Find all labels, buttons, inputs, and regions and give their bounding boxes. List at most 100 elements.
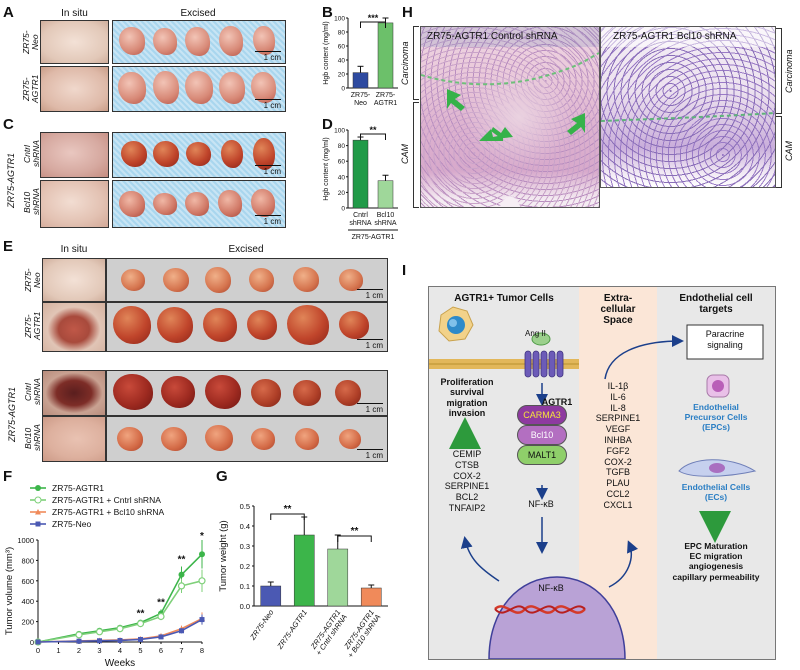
chartF-point-0-6 <box>178 571 185 578</box>
chartF-ytick-label-3: 600 <box>21 577 34 586</box>
panel-e-insitu-photo-cntrl <box>42 370 106 416</box>
panel-h-bracket-cam-right <box>776 116 782 188</box>
gene-item-3: SERPINE1 <box>444 481 490 492</box>
chartG-ytick-label-0: 0.0 <box>240 602 250 611</box>
chartF-point-3-5 <box>158 634 164 640</box>
panel-label-h: H <box>402 4 413 21</box>
chartF-xtick-label-3: 3 <box>97 646 101 655</box>
chartG-ytick-label-1: 0.1 <box>240 582 250 591</box>
panel-h-right-overlay <box>601 112 775 122</box>
chartG-ytick-label-4: 0.4 <box>240 522 250 531</box>
chartF-sig-2: ** <box>178 554 186 565</box>
chartF-series-line-0 <box>37 553 203 643</box>
chartD-cat-0-1: shRNA <box>349 220 372 227</box>
chartF-ytick-label-5: 1000 <box>17 536 34 545</box>
chartD-sig: ** <box>369 125 377 135</box>
chartB-ytick-label-1: 20 <box>338 72 346 79</box>
panel-i-col2-title: Extra- cellular Space <box>600 293 636 326</box>
panel-e-insitu-photo-neo <box>42 258 106 302</box>
chartB-sig-bracket <box>360 21 386 28</box>
panel-label-e: E <box>3 238 14 255</box>
panel-c-insitu-photo-cntrl <box>40 132 109 178</box>
chartG-bar-1 <box>293 534 315 607</box>
chartG-cat-group-0: ZR75-Neo <box>248 608 276 642</box>
secreted-item-0: IL-1β <box>607 381 629 391</box>
ec-cell-icon <box>678 459 757 477</box>
chartF-xtick-label-1: 1 <box>56 646 60 655</box>
panel-h-micrograph-bcl10: ZR75-AGTR1 Bcl10 shRNA <box>600 26 776 188</box>
panel-i-effects: Proliferation survival migration invasio… <box>440 377 494 419</box>
chartF-ylabel: Tumor volume (mm³) <box>4 547 15 635</box>
panel-h-bracket-carcinoma-right <box>776 28 782 114</box>
panel-a-excised-header: Excised <box>180 8 216 19</box>
panel-e-scale-bar-2: 1 cm <box>353 339 383 350</box>
chartG-cat-0-0: ZR75-Neo <box>248 608 276 642</box>
panel-h-carcinoma-right-label: Carcinoma <box>784 49 794 93</box>
chartF-point-1-6 <box>177 582 186 590</box>
chartF-ytick-label-4: 800 <box>21 556 34 565</box>
chartF-xtick-label-6: 6 <box>159 646 163 655</box>
panel-e-row-neo-label: ZR75- Neo <box>23 268 42 292</box>
chartB-sig: *** <box>368 13 379 23</box>
secreted-item-7: COX-2 <box>604 456 632 467</box>
chartF-xtick-label-4: 4 <box>118 646 122 655</box>
chartF-xtick-label-5: 5 <box>138 646 142 655</box>
chartD-sig-bracket <box>360 133 386 140</box>
panel-e-in-situ-header: In situ <box>60 244 88 255</box>
agtr1-receptor-icon <box>524 350 564 378</box>
panel-i-ang-label: Ang II <box>525 329 546 338</box>
chartB-cat-1-1: AGTR1 <box>374 100 397 107</box>
chartB-cat-1-0: ZR75- <box>376 92 396 99</box>
panel-e-insitu-photo-bcl10 <box>42 416 106 462</box>
panel-a-excised-photo-neo: 1 cm <box>112 20 286 64</box>
secreted-item-4: VEGF <box>605 424 631 435</box>
panel-e-excised-photo-bcl10: 1 cm <box>106 416 388 462</box>
chartG-bar-2 <box>327 548 349 607</box>
panel-e-row-agtr1-label: ZR75- AGTR1 <box>23 311 42 341</box>
secreted-item-11: CXCL1 <box>603 499 633 510</box>
panel-h-cam-left-label: CAM <box>400 144 410 164</box>
panel-e-row-bcl10-label: Bcl10 shRNA <box>23 424 42 452</box>
chartG-sig-1: ** <box>284 504 292 515</box>
chartF-point-1-5 <box>157 612 165 621</box>
chartD-cat-0-0: Cntrl <box>353 212 368 219</box>
chartG-bar-3 <box>360 587 382 607</box>
panel-e-row-cntrl-label: Cntrl shRNA <box>23 378 42 406</box>
chartF-point-1-2 <box>95 628 104 636</box>
panel-h-bracket-carcinoma <box>413 26 419 100</box>
panel-label-c: C <box>3 116 14 133</box>
chartF-sig-1: ** <box>157 597 165 608</box>
chartD-ylabel: Hgb content (mg/ml) <box>323 137 330 200</box>
paracrine-box <box>686 324 764 360</box>
chartB-ylabel: Hgb content (mg/ml) <box>323 21 330 84</box>
panel-a-insitu-photo-neo <box>40 20 109 64</box>
panel-i-col1-title: AGTR1+ Tumor Cells <box>454 293 554 304</box>
chartF-point-1-3 <box>116 625 124 633</box>
panel-i-col3-title: Endothelial cell targets <box>679 293 753 315</box>
chartF-xlabel: Weeks <box>105 658 135 669</box>
chartF-ytick-label-1: 200 <box>21 618 34 627</box>
chartB-bar-1 <box>377 22 394 89</box>
panel-e-scale-bar-3: 1 cm <box>353 403 383 414</box>
panel-i-agtr1-label: AGTR1 <box>541 397 573 407</box>
chartF-ytick-label-2: 400 <box>21 597 34 606</box>
chartD-group-label: ZR75-AGTR1 <box>352 234 395 241</box>
panel-h-micrograph-control: ZR75-AGTR1 Control shRNA <box>420 26 600 208</box>
green-arrow-icons <box>447 89 585 141</box>
chartG-ytick-label-3: 0.3 <box>240 542 250 551</box>
chartB-bar-0 <box>352 72 369 89</box>
chartF-legend-label-1: ZR75-AGTR1 + Cntrl shRNA <box>52 495 161 505</box>
chartF-point-0-7 <box>199 551 205 558</box>
ang-ii-ligand-icon <box>531 332 551 346</box>
panel-label-b: B <box>322 4 333 21</box>
chartF-point-3-2 <box>97 638 102 644</box>
panel-i-nfkb-label: NF-κB <box>528 499 554 509</box>
chartF-point-3-6 <box>179 628 184 634</box>
chartD-ytick-label-3: 60 <box>338 159 346 166</box>
panel-i-carma3: CARMA3 <box>517 405 567 425</box>
panel-label-d: D <box>322 116 333 133</box>
chartF-point-1-7 <box>198 577 206 585</box>
chartG-cat-1-0: ZR75-AGTR1 <box>275 608 309 652</box>
panel-i-epc-label: Endothelial Precursor Cells (EPCs) <box>684 402 748 432</box>
